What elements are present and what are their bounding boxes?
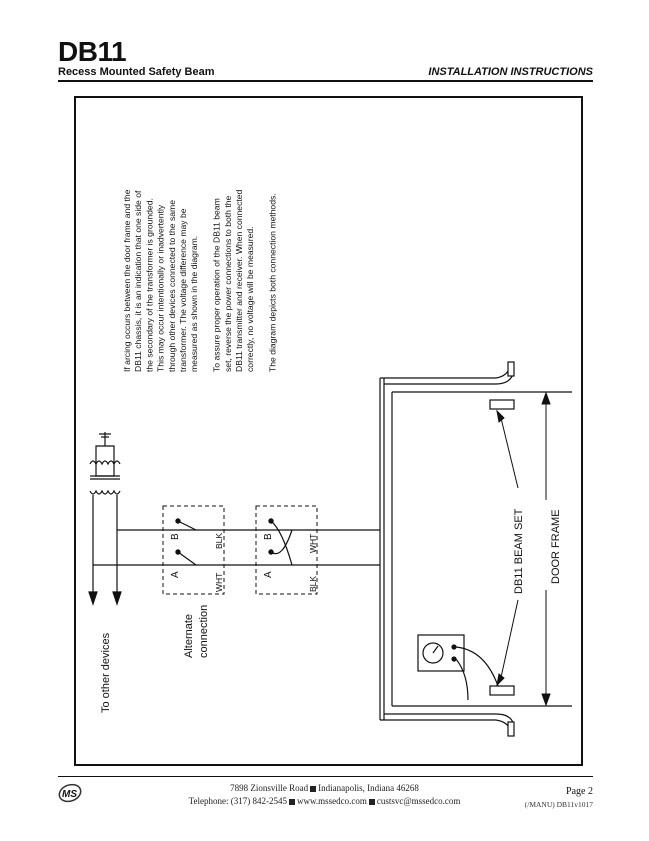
- std-terminal-b-label: B: [263, 533, 274, 540]
- beam-set-arrow: [496, 409, 519, 687]
- instruction-line: [200, 370, 210, 372]
- power-bus: [93, 529, 380, 566]
- alternate-label-line2: connection: [198, 605, 210, 658]
- company-logo: MS: [57, 780, 83, 811]
- beam-transmitter: [489, 361, 515, 410]
- std-blk-label: BLK: [308, 576, 318, 592]
- std-terminal-a-label: A: [263, 571, 274, 578]
- page-number: Page 2: [566, 786, 593, 797]
- footer-website-link[interactable]: www.mssedco.com: [296, 796, 367, 806]
- document-code: (/MANU) DB11v1017: [524, 800, 593, 809]
- footer-phone: Telephone: (317) 842-2545: [188, 796, 287, 806]
- instruction-line: transformer. The voltage difference may …: [178, 208, 188, 372]
- document-subtitle: Recess Mounted Safety Beam: [58, 66, 215, 78]
- beam-set-label: DB11 BEAM SET: [513, 508, 525, 594]
- alternate-connection-box: [162, 505, 225, 595]
- transformer-icon: [88, 432, 122, 606]
- instruction-line: This may occur intentionally or inadvert…: [156, 204, 166, 372]
- instruction-text: If arcing occurs between the door frame …: [122, 189, 278, 372]
- instruction-line: set, reverse the power connections to bo…: [223, 196, 233, 372]
- door-frame-label: DOOR FRAME: [550, 509, 562, 584]
- footer-street: 7898 Zionsville Road: [230, 783, 309, 793]
- footer-address: 7898 Zionsville Road Indianapolis, Indian…: [0, 783, 649, 793]
- voltmeter-icon: [417, 634, 499, 701]
- footer-email-link[interactable]: custsvc@mssedco.com: [376, 796, 461, 806]
- instruction-paragraphs: If arcing occurs between the door frame …: [122, 189, 278, 372]
- instruction-line: through other devices connected to the s…: [167, 200, 177, 372]
- separator-icon: [288, 798, 295, 805]
- section-title: INSTALLATION INSTRUCTIONS: [428, 66, 593, 78]
- separator-icon: [368, 798, 375, 805]
- instruction-line: To assure proper operation of the DB11 b…: [212, 198, 222, 372]
- instruction-line: If arcing occurs between the door frame …: [122, 189, 132, 372]
- instruction-line: correctly, no voltage will be measured.: [245, 226, 255, 372]
- alternate-label-line1: Alternate: [183, 614, 195, 658]
- door-frame: [391, 391, 572, 707]
- footer-rule: [58, 776, 593, 777]
- beam-receiver: [489, 685, 515, 737]
- std-wht-label: WHT: [308, 534, 318, 553]
- instruction-line: the secondary of the transformer is grou…: [144, 198, 154, 372]
- door-frame-arrow: [541, 391, 551, 707]
- header-rule: [58, 80, 593, 82]
- footer-city: Indianapolis, Indiana 46268: [318, 783, 419, 793]
- diagram-frame: [74, 96, 583, 766]
- alt-blk-label: BLK: [214, 533, 224, 549]
- separator-icon: [310, 785, 317, 792]
- alt-terminal-b-label: B: [170, 533, 181, 540]
- alt-wht-label: WHT: [214, 573, 224, 592]
- logo-text: MS: [62, 789, 77, 800]
- instruction-line: DB11 transmitter and receiver. When conn…: [234, 189, 244, 372]
- footer-contact: Telephone: (317) 842-2545 www.mssedco.com…: [0, 796, 649, 806]
- instruction-line: DB11 chassis, it is an indication that o…: [133, 190, 143, 372]
- to-other-devices-label: To other devices: [100, 632, 112, 713]
- alt-terminal-a-label: A: [170, 571, 181, 578]
- instruction-line: The diagram depicts both connection meth…: [268, 193, 278, 372]
- standard-connection-box: [255, 505, 318, 595]
- instruction-line: measured as shown in the diagram.: [189, 236, 199, 372]
- document-title: DB11: [58, 36, 127, 67]
- instruction-line: [256, 370, 266, 372]
